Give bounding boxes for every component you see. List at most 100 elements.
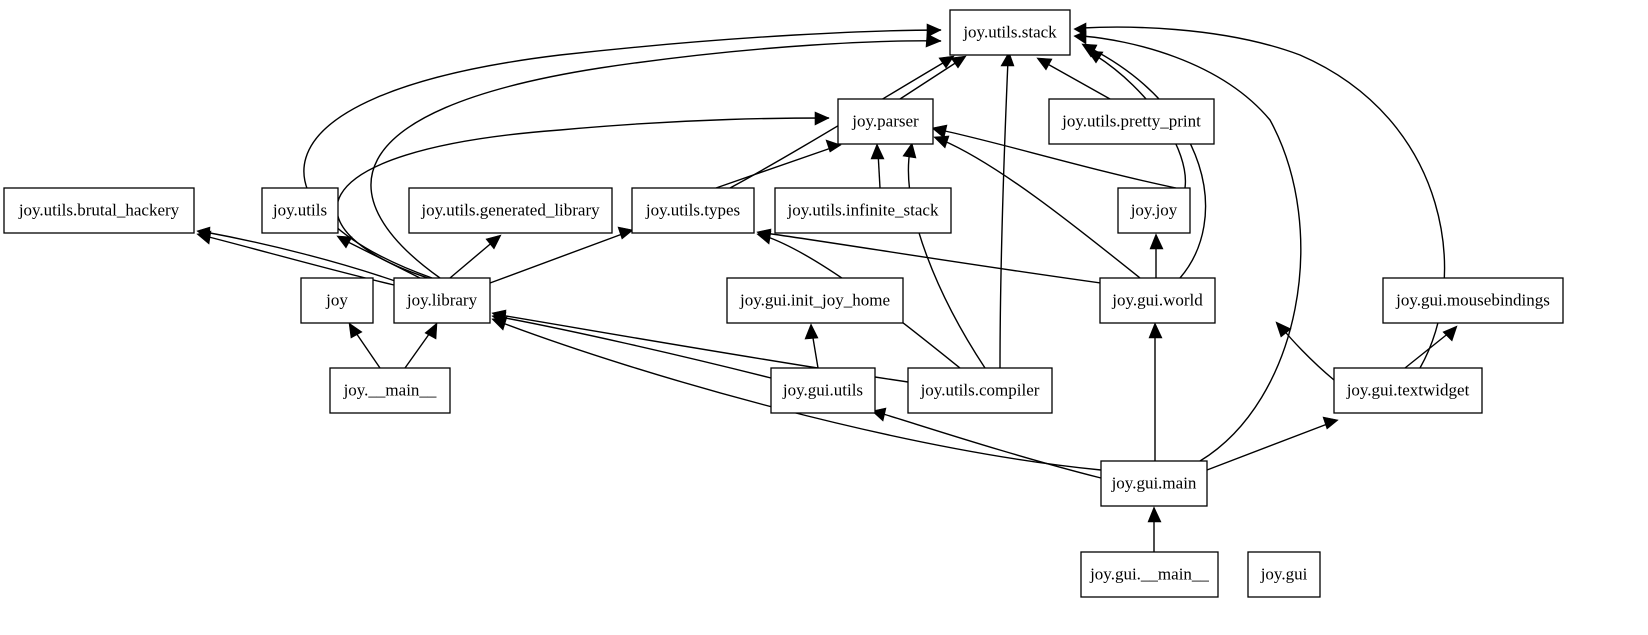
node-joy.parser[interactable]: joy.parser	[837, 98, 934, 145]
node-box[interactable]	[3, 187, 195, 234]
node-box[interactable]	[631, 187, 755, 234]
node-label: joy.gui.__main__	[1089, 564, 1209, 583]
node-box[interactable]	[408, 187, 613, 234]
node-box[interactable]	[1382, 277, 1564, 324]
node-label: joy.gui.main	[1111, 473, 1197, 492]
node-joy.library[interactable]: joy.library	[393, 277, 491, 324]
node-box[interactable]	[774, 187, 952, 234]
edge-joy.gui.world-to-joy.utils.stack	[1089, 47, 1207, 279]
arrowhead-icon	[485, 234, 502, 250]
node-joy.joy[interactable]: joy.joy	[1117, 187, 1191, 234]
arrowhead-icon	[348, 322, 363, 339]
edge-joy.gui.utils-to-joy.library	[499, 316, 772, 379]
arrowhead-icon	[336, 235, 353, 249]
arrowhead-icon	[825, 139, 842, 153]
node-joy.utils.stack[interactable]: joy.utils.stack	[949, 9, 1071, 56]
node-box[interactable]	[261, 187, 339, 234]
edge-joy.gui.textwidget-to-joy.gui.mousebindings	[1404, 331, 1451, 369]
edge-joy.utils.types-to-joy.parser	[715, 146, 835, 189]
node-label: joy.gui.world	[1111, 290, 1203, 309]
arrowhead-icon	[424, 322, 438, 340]
arrowhead-icon	[1149, 233, 1164, 250]
node-label: joy.utils.compiler	[920, 380, 1040, 399]
node-label: joy	[325, 290, 348, 309]
node-joy.__main__[interactable]: joy.__main__	[329, 367, 451, 414]
arrowhead-icon	[902, 142, 917, 159]
edge-joy.library-to-joy.utils.generated_library	[449, 239, 496, 279]
node-joy.gui.init_joy_home[interactable]: joy.gui.init_joy_home	[726, 277, 904, 324]
edge-joy.library-to-joy.utils.stack	[303, 29, 942, 279]
node-joy.utils.types[interactable]: joy.utils.types	[631, 187, 755, 234]
node-box[interactable]	[1247, 551, 1321, 598]
node-box[interactable]	[1048, 98, 1215, 145]
node-joy.utils.infinite_stack[interactable]: joy.utils.infinite_stack	[774, 187, 952, 234]
node-label: joy.gui.init_joy_home	[739, 290, 890, 309]
edge-joy.gui.main-to-joy.utils.stack	[1081, 35, 1302, 462]
node-joy.utils.generated_library[interactable]: joy.utils.generated_library	[408, 187, 613, 234]
node-box[interactable]	[1099, 277, 1216, 324]
arrowhead-icon	[1081, 43, 1098, 58]
node-joy.gui.textwidget[interactable]: joy.gui.textwidget	[1333, 367, 1483, 414]
node-box[interactable]	[393, 277, 491, 324]
edge-joy.joy-to-joy.parser	[939, 129, 1177, 189]
arrowhead-icon	[814, 111, 830, 126]
node-label: joy.utils.brutal_hackery	[18, 200, 180, 219]
node-box[interactable]	[770, 367, 876, 414]
node-joy.gui.main[interactable]: joy.gui.main	[1100, 460, 1208, 507]
node-joy.gui[interactable]: joy.gui	[1247, 551, 1321, 598]
edge-joy.library-to-joy.utils	[343, 239, 421, 279]
node-joy.gui.__main__[interactable]: joy.gui.__main__	[1080, 551, 1219, 598]
node-box[interactable]	[1100, 460, 1208, 507]
node-joy.utils.brutal_hackery[interactable]: joy.utils.brutal_hackery	[3, 187, 195, 234]
node-label: joy.utils.infinite_stack	[787, 200, 939, 219]
node-box[interactable]	[329, 367, 451, 414]
node-box[interactable]	[1333, 367, 1483, 414]
edge-joy.gui.main-to-joy.gui.textwidget	[1206, 422, 1331, 471]
node-label: joy.gui.utils	[782, 380, 863, 399]
node-label: joy.__main__	[343, 380, 437, 399]
node-joy.utils.compiler[interactable]: joy.utils.compiler	[907, 367, 1053, 414]
edge-joy.gui.world-to-joy.utils.types	[764, 232, 1153, 291]
arrowhead-icon	[491, 316, 508, 331]
node-box[interactable]	[300, 277, 374, 324]
node-box[interactable]	[726, 277, 904, 324]
edge-joy.library-to-joy.utils.stack-alt	[370, 40, 942, 279]
arrowhead-icon	[926, 23, 942, 38]
arrowhead-icon	[196, 226, 211, 241]
node-joy[interactable]: joy	[300, 277, 374, 324]
node-label: joy.utils.pretty_print	[1061, 111, 1201, 130]
edge-joy.utils.compiler-to-joy.parser	[907, 149, 986, 369]
node-joy.gui.utils[interactable]: joy.gui.utils	[770, 367, 876, 414]
node-layer: joy.utils.stack joy.parser joy.utils.prett…	[3, 9, 1564, 598]
arrowhead-icon	[925, 33, 942, 48]
node-label: joy.utils.stack	[962, 22, 1057, 41]
edge-joy.__main__-to-joy	[353, 329, 381, 369]
arrowhead-icon	[804, 323, 819, 340]
arrowhead-icon	[1073, 22, 1087, 37]
edge-joy.library-to-joy.parser	[336, 117, 830, 279]
node-label: joy.parser	[851, 111, 919, 130]
node-box[interactable]	[907, 367, 1053, 414]
edge-joy.utils.compiler-to-joy.utils.stack	[999, 59, 1009, 369]
node-box[interactable]	[1080, 551, 1219, 598]
node-joy.utils[interactable]: joy.utils	[261, 187, 339, 234]
node-joy.gui.world[interactable]: joy.gui.world	[1099, 277, 1216, 324]
node-box[interactable]	[1117, 187, 1191, 234]
node-box[interactable]	[949, 9, 1071, 56]
arrowhead-icon	[1442, 325, 1458, 342]
node-box[interactable]	[837, 98, 934, 145]
node-joy.gui.mousebindings[interactable]: joy.gui.mousebindings	[1382, 277, 1564, 324]
edge-joy.__main__-to-joy.library	[404, 329, 433, 369]
edge-joy.library-to-joy.utils.types	[489, 232, 626, 284]
arrowhead-icon	[933, 135, 950, 149]
edge-joy.parser-to-joy.utils.stack	[899, 59, 961, 100]
arrowhead-icon	[1036, 57, 1053, 71]
node-label: joy.gui	[1260, 564, 1308, 583]
arrowhead-icon	[1000, 51, 1015, 67]
arrowhead-icon	[931, 124, 948, 139]
arrowhead-icon	[617, 226, 634, 240]
node-joy.utils.pretty_print[interactable]: joy.utils.pretty_print	[1048, 98, 1215, 145]
node-label: joy.gui.mousebindings	[1395, 290, 1550, 309]
arrowhead-icon	[1147, 506, 1162, 523]
